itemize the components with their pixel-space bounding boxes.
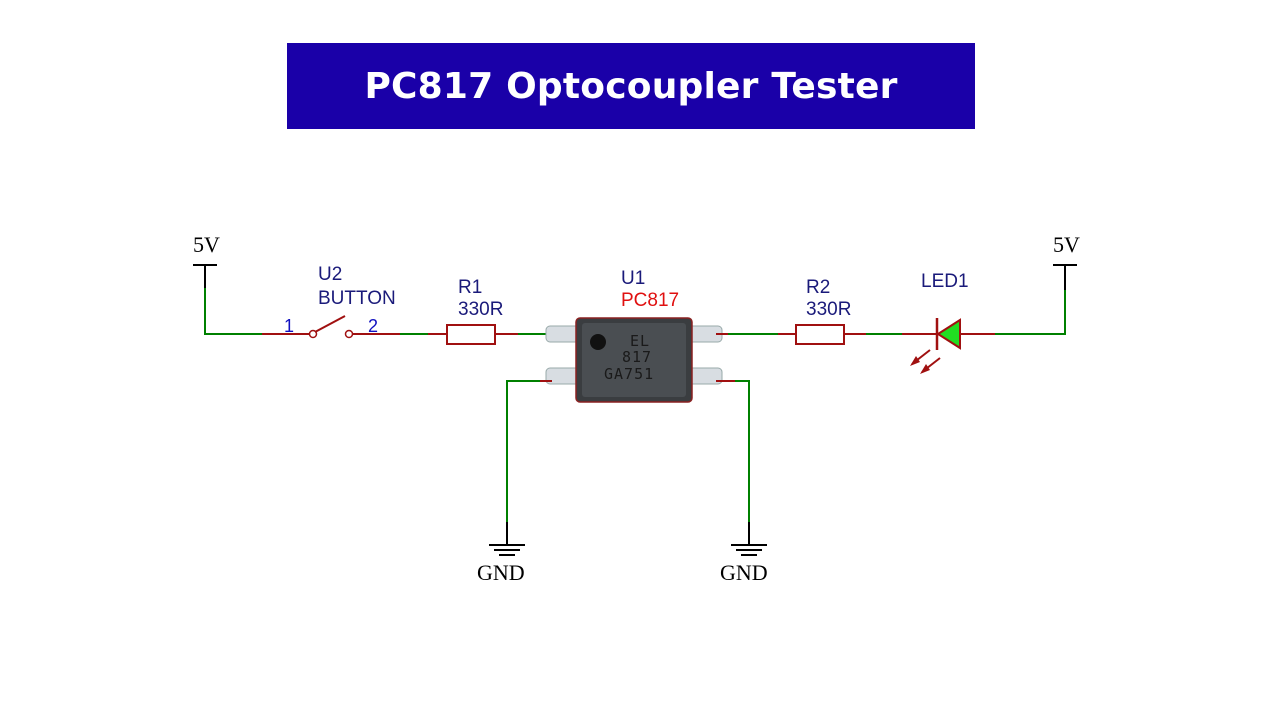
button-name-label: BUTTON bbox=[318, 288, 396, 309]
led-anode-triangle bbox=[936, 318, 961, 350]
u1-marking-2: 817 bbox=[622, 348, 652, 366]
title-banner: PC817 Optocoupler Tester bbox=[287, 43, 975, 129]
led-ref-label: LED1 bbox=[921, 271, 969, 292]
u1-pin1-dot bbox=[590, 334, 606, 350]
wire-5v-to-button bbox=[204, 288, 262, 335]
r2-value-label: 330R bbox=[806, 299, 851, 320]
wire-u1-to-gnd-left bbox=[506, 380, 540, 525]
r2-ref-label: R2 bbox=[806, 277, 830, 298]
resistor-r1: R1 330R bbox=[428, 277, 518, 345]
button-pin2-label: 2 bbox=[368, 316, 378, 336]
button-u2: U2 BUTTON 1 2 bbox=[262, 264, 400, 339]
wire-led-to-5v bbox=[995, 288, 1066, 335]
resistor-r2: R2 330R bbox=[778, 277, 866, 345]
r1-ref-label: R1 bbox=[458, 277, 482, 298]
power-5v-left: 5V bbox=[193, 232, 220, 290]
ground-label-right: GND bbox=[720, 560, 768, 585]
r1-value-label: 330R bbox=[458, 299, 503, 320]
u1-pin-1 bbox=[545, 325, 581, 343]
led-1: LED1 bbox=[902, 271, 995, 374]
u1-ref-label: U1 bbox=[621, 268, 645, 289]
ground-left: GND bbox=[477, 522, 525, 585]
page-title: PC817 Optocoupler Tester bbox=[364, 65, 898, 107]
u1-marking-1: EL bbox=[630, 332, 650, 350]
ground-label-left: GND bbox=[477, 560, 525, 585]
optocoupler-u1: U1 PC817 EL 817 GA751 bbox=[545, 268, 723, 403]
power-label-left: 5V bbox=[193, 232, 220, 257]
wire-u1-to-gnd-right bbox=[735, 380, 750, 525]
ground-right: GND bbox=[720, 522, 768, 585]
u1-name-label: PC817 bbox=[621, 290, 679, 311]
power-label-right: 5V bbox=[1053, 232, 1080, 257]
button-ref-label: U2 bbox=[318, 264, 342, 285]
power-5v-right: 5V bbox=[1053, 232, 1080, 290]
u1-marking-3: GA751 bbox=[604, 365, 654, 383]
button-pin1-label: 1 bbox=[284, 316, 294, 336]
